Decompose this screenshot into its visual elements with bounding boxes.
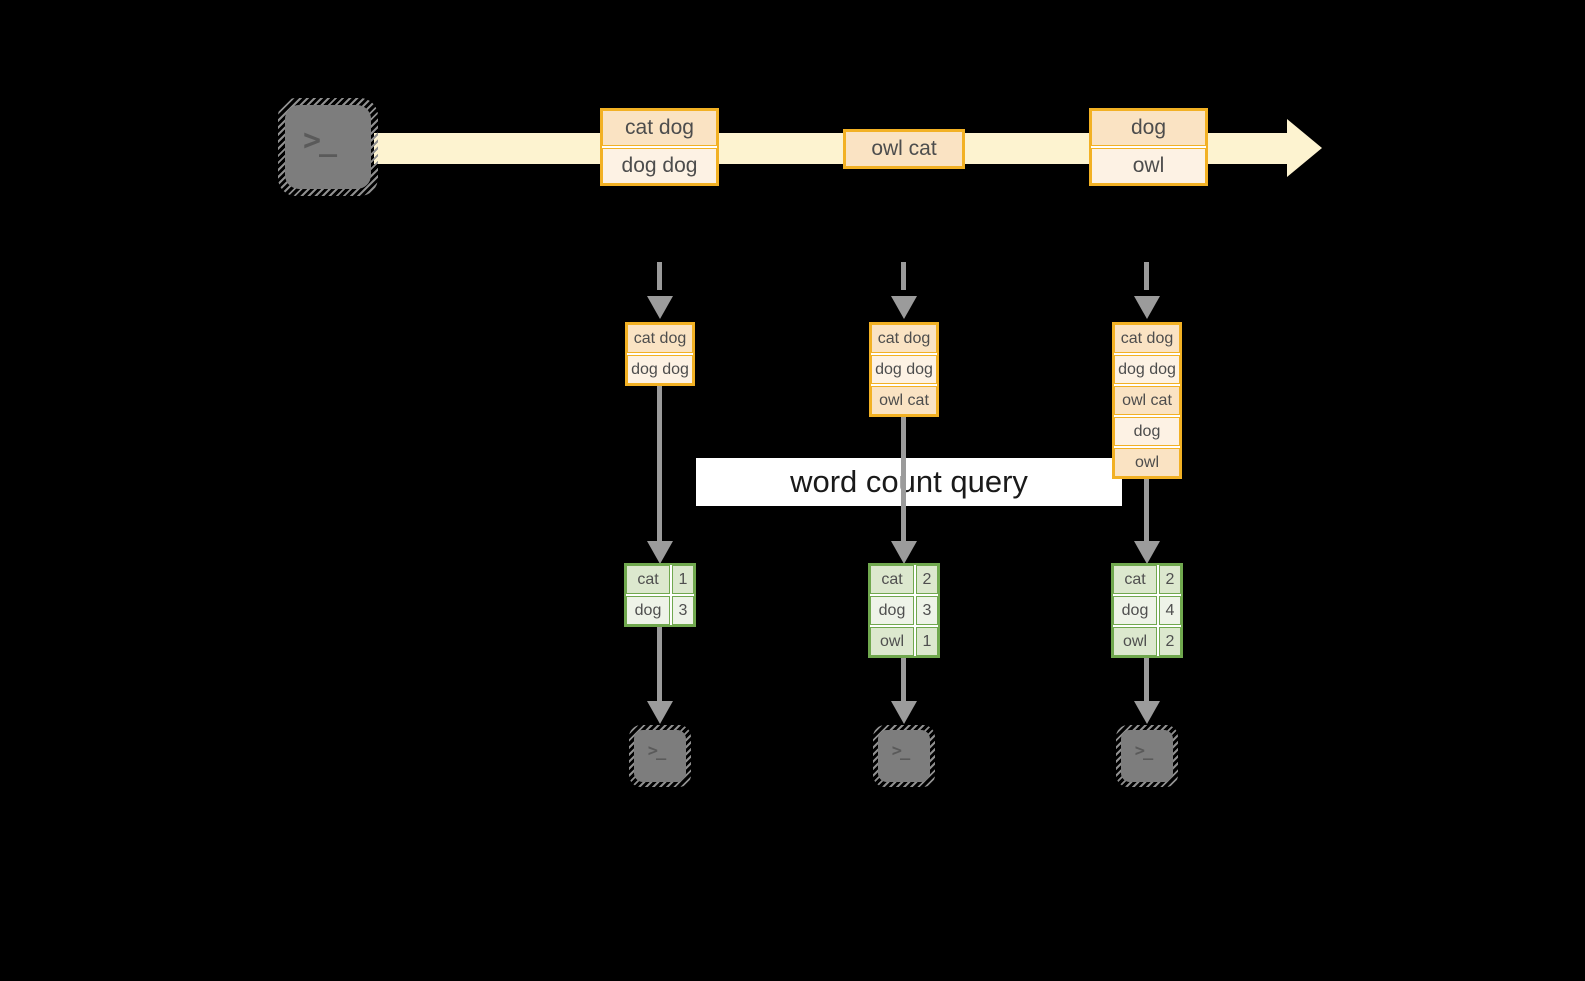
arrow-head-icon: [891, 701, 917, 724]
count-cell: 3: [916, 596, 938, 625]
state-record: owl: [1114, 448, 1180, 477]
stream-batch-3: dog owl: [1089, 108, 1208, 186]
table-row: owl 2: [1113, 627, 1181, 656]
state-stack-3: cat dog dog dog owl cat dog owl: [1112, 322, 1182, 479]
stream-record: cat dog: [602, 110, 717, 146]
terminal-icon-body: >_: [878, 730, 930, 782]
dashed-arrow-head-icon: [891, 296, 917, 319]
stream-batch-2: owl cat: [843, 129, 965, 169]
state-record: dog dog: [627, 355, 693, 384]
arrow-head-icon: [891, 541, 917, 564]
stream-record: dog: [1091, 110, 1206, 146]
arrow-shaft: [657, 386, 662, 541]
terminal-icon: >_: [873, 725, 935, 787]
count-cell: 2: [1159, 565, 1181, 594]
state-record: dog dog: [871, 355, 937, 384]
word-cell: cat: [870, 565, 914, 594]
terminal-icon-body: >_: [1121, 730, 1173, 782]
terminal-prompt-glyph: >_: [1134, 741, 1154, 761]
stream-record: owl: [1091, 148, 1206, 184]
wordcount-table-1: cat 1 dog 3: [624, 563, 696, 627]
arrow-head-icon: [647, 541, 673, 564]
terminal-icon: >_: [278, 98, 378, 196]
count-cell: 1: [916, 627, 938, 656]
count-cell: 4: [1159, 596, 1181, 625]
state-stack-1: cat dog dog dog: [625, 322, 695, 386]
terminal-icon: >_: [629, 725, 691, 787]
state-stack-2: cat dog dog dog owl cat: [869, 322, 939, 417]
word-cell: dog: [870, 596, 914, 625]
stream-batch-1: cat dog dog dog: [600, 108, 719, 186]
table-row: cat 2: [870, 565, 938, 594]
count-cell: 1: [672, 565, 694, 594]
stream-record: owl cat: [845, 131, 963, 167]
state-record: cat dog: [871, 324, 937, 353]
arrow-head-icon: [647, 701, 673, 724]
dashed-arrow-shaft: [901, 262, 906, 290]
terminal-prompt-glyph: >_: [647, 741, 667, 761]
word-cell: owl: [1113, 627, 1157, 656]
count-cell: 3: [672, 596, 694, 625]
count-cell: 2: [916, 565, 938, 594]
table-row: dog 4: [1113, 596, 1181, 625]
table-row: dog 3: [626, 596, 694, 625]
word-cell: dog: [1113, 596, 1157, 625]
dashed-arrow-head-icon: [647, 296, 673, 319]
state-record: dog: [1114, 417, 1180, 446]
word-cell: cat: [1113, 565, 1157, 594]
word-cell: dog: [626, 596, 670, 625]
terminal-prompt-glyph: >_: [891, 741, 911, 761]
query-label-box: word count query: [696, 458, 1122, 506]
arrow-shaft: [901, 417, 906, 541]
arrow-shaft: [1144, 477, 1149, 541]
wordcount-table-2: cat 2 dog 3 owl 1: [868, 563, 940, 658]
state-record: dog dog: [1114, 355, 1180, 384]
state-record: owl cat: [871, 386, 937, 415]
table-row: cat 2: [1113, 565, 1181, 594]
arrow-shaft: [657, 627, 662, 701]
stream-timeline-arrowhead-icon: [1287, 119, 1322, 177]
word-cell: owl: [870, 627, 914, 656]
table-row: dog 3: [870, 596, 938, 625]
arrow-shaft: [1144, 658, 1149, 701]
stream-record: dog dog: [602, 148, 717, 184]
dashed-arrow-shaft: [1144, 262, 1149, 290]
arrow-head-icon: [1134, 701, 1160, 724]
dashed-arrow-shaft: [657, 262, 662, 290]
table-row: owl 1: [870, 627, 938, 656]
wordcount-table-3: cat 2 dog 4 owl 2: [1111, 563, 1183, 658]
terminal-icon: >_: [1116, 725, 1178, 787]
word-cell: cat: [626, 565, 670, 594]
terminal-icon-body: >_: [285, 105, 371, 189]
state-record: owl cat: [1114, 386, 1180, 415]
arrow-head-icon: [1134, 541, 1160, 564]
state-record: cat dog: [627, 324, 693, 353]
state-record: cat dog: [1114, 324, 1180, 353]
terminal-prompt-glyph: >_: [302, 122, 337, 158]
count-cell: 2: [1159, 627, 1181, 656]
arrow-shaft: [901, 658, 906, 701]
table-row: cat 1: [626, 565, 694, 594]
dashed-arrow-head-icon: [1134, 296, 1160, 319]
terminal-icon-body: >_: [634, 730, 686, 782]
query-label: word count query: [790, 464, 1028, 499]
